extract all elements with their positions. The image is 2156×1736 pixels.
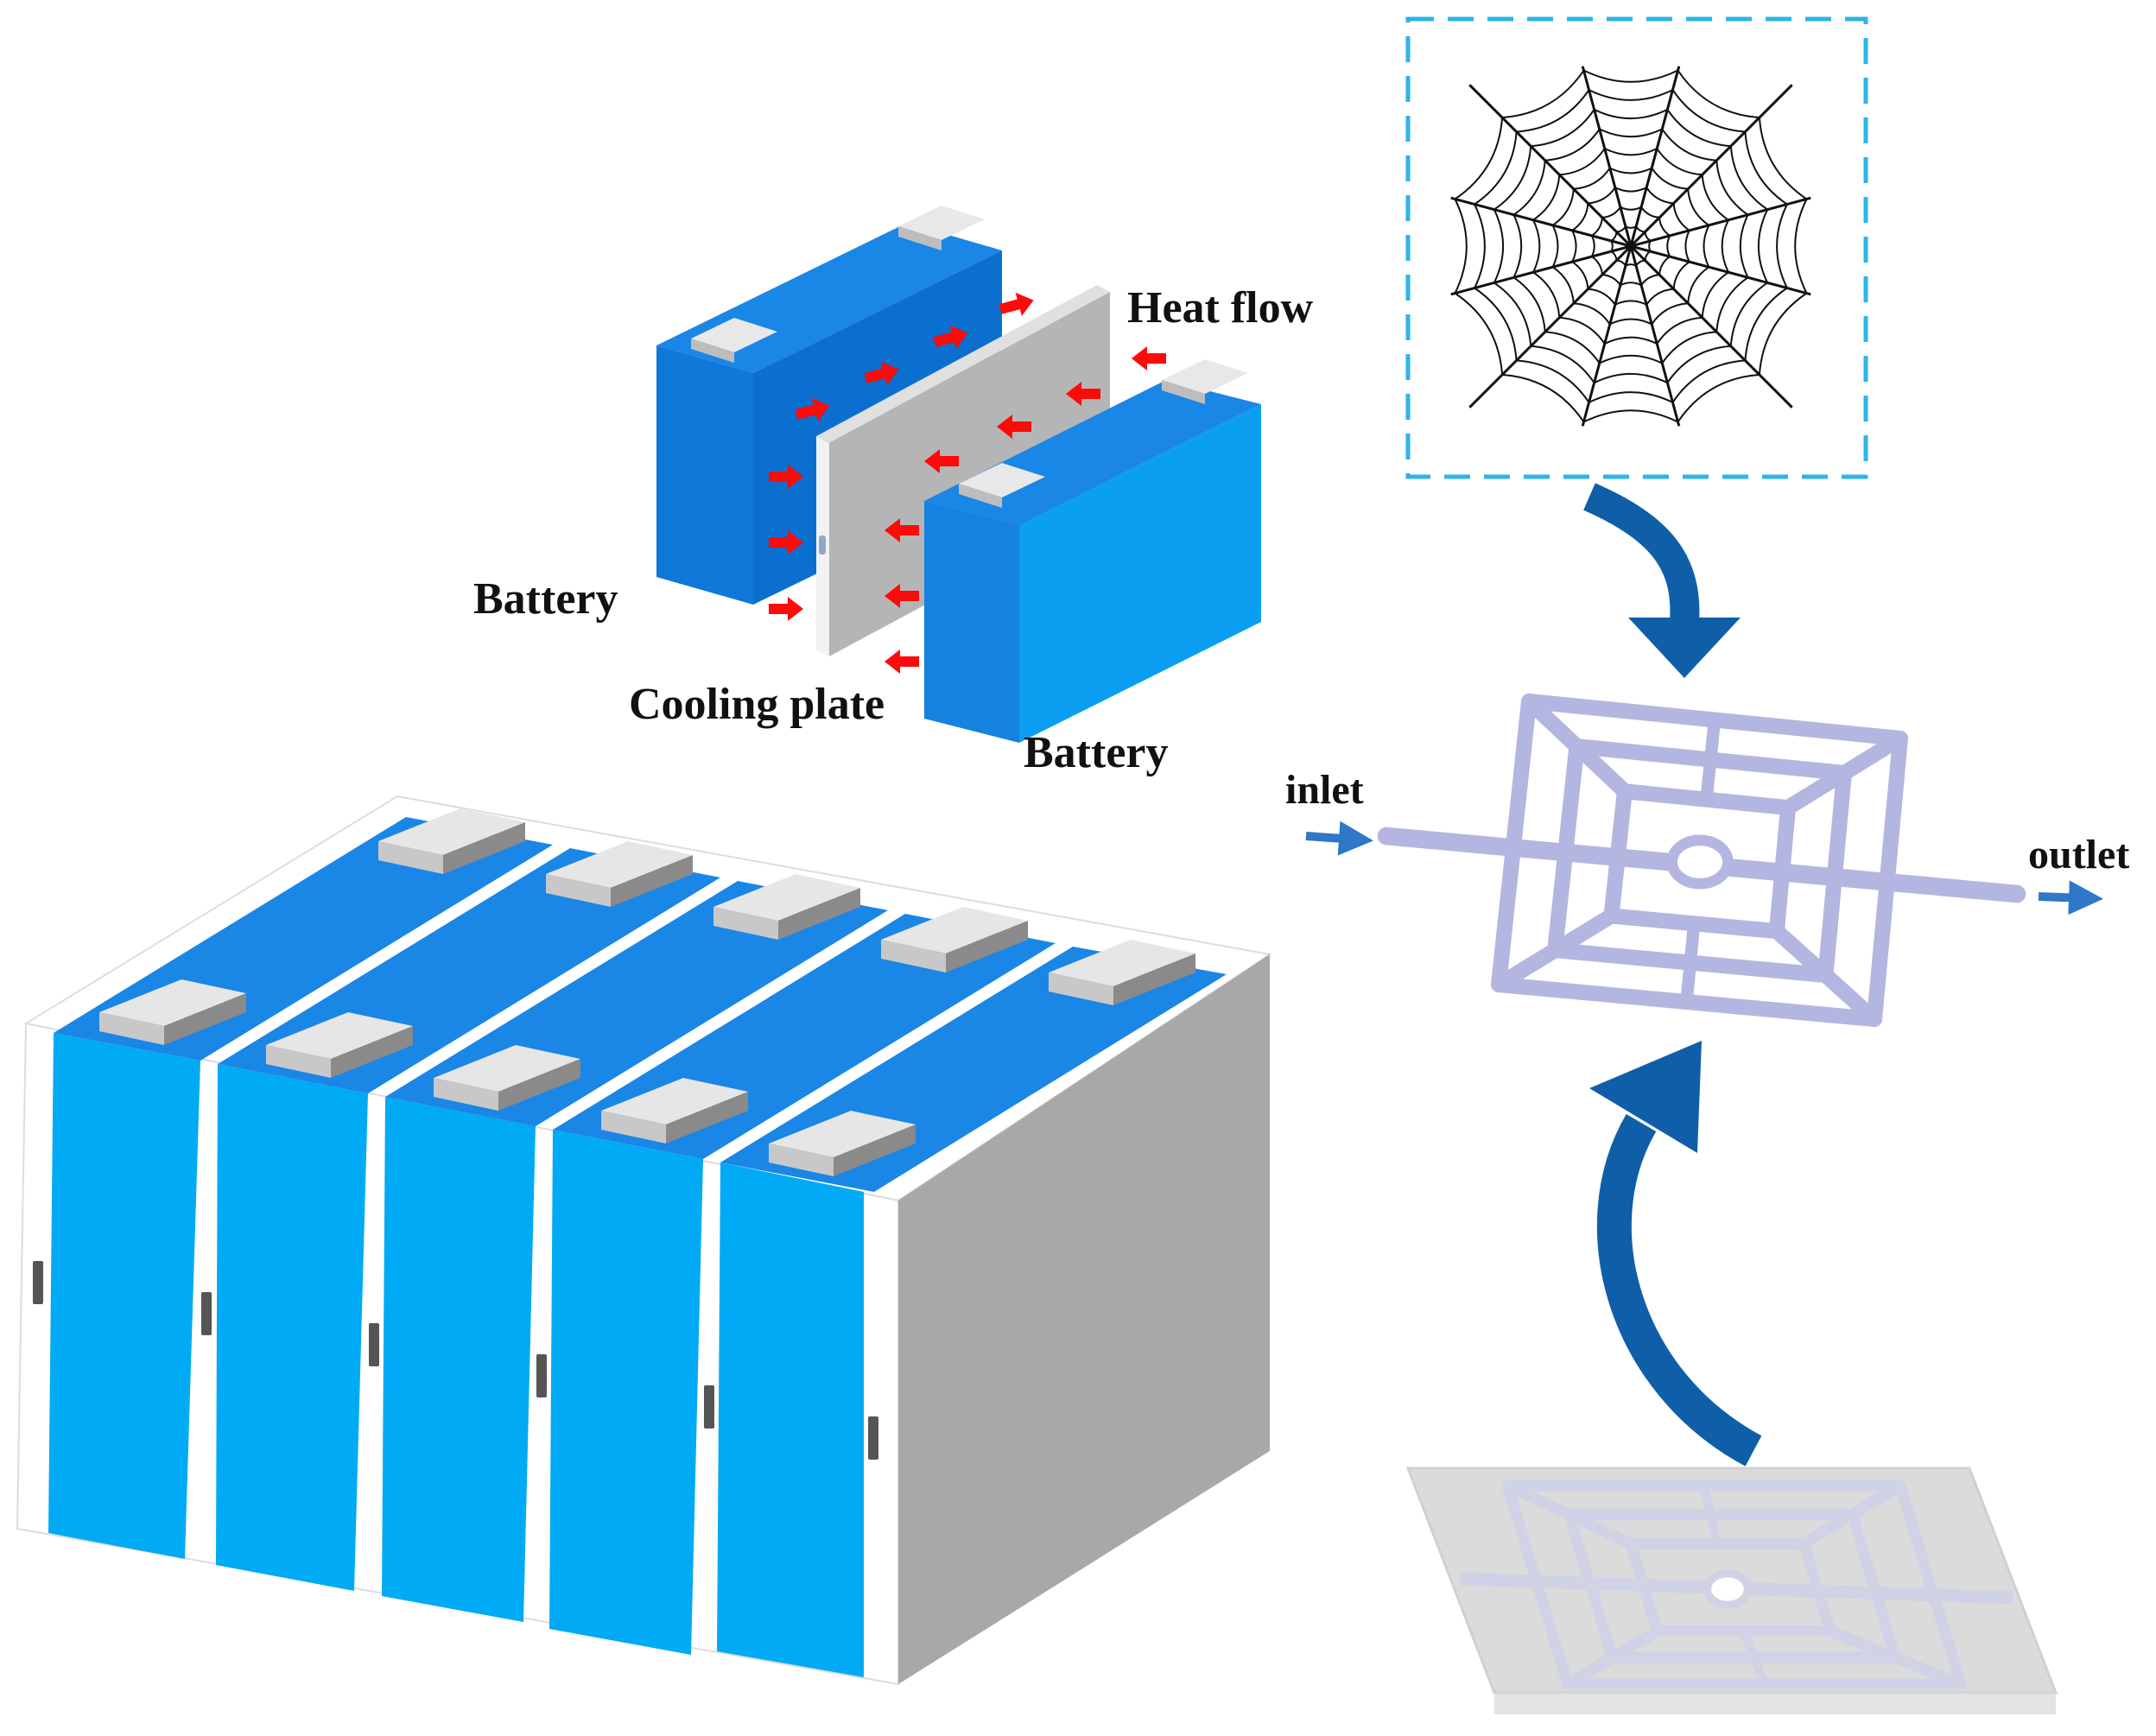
heat-arrow-icon — [885, 518, 919, 542]
cooling-plate — [816, 285, 1110, 656]
channel-spoke — [1680, 917, 1701, 1009]
web-ring — [1473, 88, 1789, 404]
web-ring — [1610, 225, 1652, 267]
spider-web-icon — [1450, 66, 1811, 427]
heat-arrow-icon — [885, 649, 919, 674]
module-front-stripes — [48, 1033, 864, 1677]
heat-flow-label: Heat flow — [1127, 283, 1314, 333]
web-spoke — [1450, 244, 1632, 296]
channel-plate — [1377, 694, 2026, 1027]
web-spoke — [1629, 84, 1793, 248]
channel-spoke — [1505, 1480, 1633, 1549]
web-spoke — [1581, 245, 1633, 427]
channel-spoke — [1739, 1629, 1769, 1686]
channel-spoke — [1564, 1625, 1660, 1689]
web-spoke — [1581, 66, 1633, 247]
heat-arrow-icon — [1066, 382, 1100, 406]
heat-arrows — [769, 292, 1166, 674]
web-ring — [1590, 206, 1671, 287]
cold-plate — [1405, 1467, 2058, 1714]
heat-arrow-icon — [924, 449, 959, 473]
channel-spoke — [1491, 908, 1620, 992]
web-spoke — [1630, 196, 1811, 248]
flow-arrow-icon — [2038, 880, 2103, 916]
channel-spoke — [1800, 1480, 1904, 1549]
channel-hub — [1666, 834, 1734, 890]
flow-arrow-icon — [1305, 820, 1373, 856]
heat-arrow-icon — [769, 530, 803, 554]
web-spoke — [1629, 245, 1681, 427]
heat-arrow-icon — [769, 465, 803, 489]
heat-arrow-icon — [885, 584, 919, 608]
cooling-plate-label: Cooling plate — [629, 680, 885, 729]
inlet-label: inlet — [1285, 767, 1364, 813]
web-spoke — [1468, 244, 1633, 409]
battery-right — [924, 359, 1261, 743]
heat-arrow-icon — [795, 397, 830, 421]
channel-spoke — [1699, 1484, 1722, 1545]
battery-sandwich: Heat flow Battery Cooling plate Battery — [473, 206, 1314, 777]
battery-left-label: Battery — [473, 574, 618, 624]
heat-arrow-icon — [997, 415, 1031, 439]
web-ring — [1531, 147, 1730, 345]
web-ring — [1454, 69, 1808, 423]
channel-spoke — [1768, 923, 1882, 1027]
module-terminals — [99, 808, 1195, 1176]
spider-web-panel — [1405, 16, 1868, 479]
web-ring — [1551, 167, 1710, 326]
channel-spoke — [1828, 1625, 1963, 1690]
web-spoke — [1629, 66, 1681, 247]
curved-arrow-icon — [1589, 1041, 1762, 1467]
web-ring — [1493, 108, 1769, 384]
heat-arrow-icon — [999, 292, 1034, 316]
module-slots — [33, 1261, 878, 1460]
heat-arrow-icon — [933, 325, 968, 349]
web-spoke — [1629, 244, 1793, 409]
heat-arrow-icon — [769, 597, 803, 621]
inlet-arrow — [1305, 820, 1373, 856]
web-ring — [1570, 186, 1691, 307]
channel-hub — [1703, 1569, 1752, 1609]
battery-module — [16, 795, 1272, 1686]
cold-plate-channels — [1459, 1479, 2013, 1690]
web-spoke — [1450, 196, 1632, 248]
heat-arrow-icon — [1132, 346, 1166, 371]
web-spoke — [1468, 84, 1633, 248]
outlet-arrow — [2038, 880, 2103, 916]
web-spoke — [1630, 244, 1811, 296]
battery-right-label: Battery — [1024, 728, 1168, 777]
heat-arrow-icon — [864, 361, 899, 385]
channel-spoke — [1521, 694, 1633, 800]
channel-spoke — [1780, 731, 1908, 816]
web-ring — [1512, 128, 1749, 364]
curved-arrow-icon — [1583, 483, 1741, 678]
outlet-label: outlet — [2028, 832, 2129, 878]
channel-spoke — [1700, 713, 1722, 806]
